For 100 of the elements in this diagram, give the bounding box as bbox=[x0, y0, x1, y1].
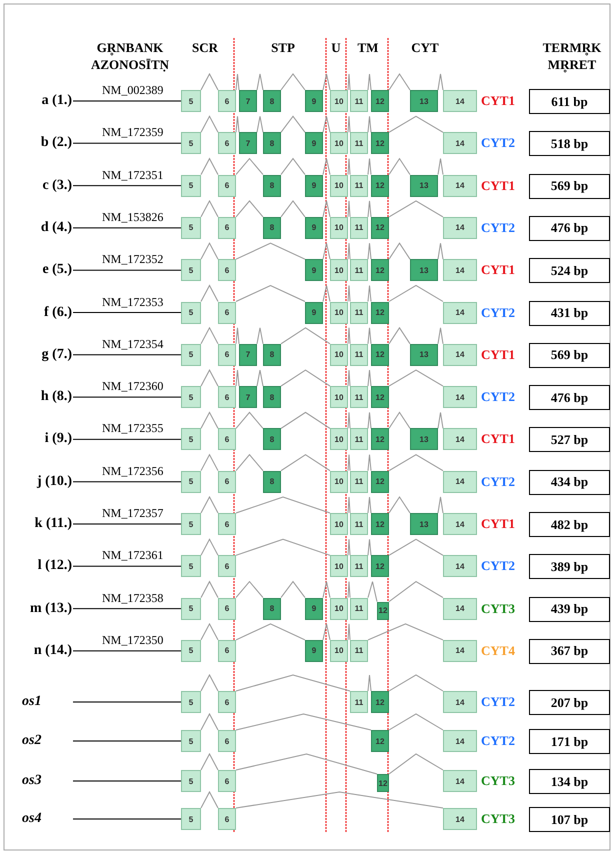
exon-box: 13 bbox=[410, 344, 438, 366]
connector-line bbox=[72, 270, 182, 271]
exon-box: 5 bbox=[181, 259, 201, 282]
connector-line bbox=[72, 650, 182, 652]
intron-line bbox=[322, 158, 330, 176]
intron-line bbox=[322, 242, 330, 260]
row-label: a (1.) bbox=[10, 91, 72, 111]
intron-line bbox=[388, 73, 410, 90]
exon-box: 5 bbox=[181, 344, 201, 366]
intron-line bbox=[236, 116, 240, 133]
edge-label: NM_172355 bbox=[101, 422, 164, 436]
exon-box: 12 bbox=[377, 602, 389, 620]
exon-box: 12 bbox=[371, 132, 389, 154]
row-label: os2 bbox=[22, 731, 72, 751]
exon-box: 11 bbox=[350, 598, 368, 620]
exon-box: 8 bbox=[263, 428, 281, 450]
isoform-label: CYT2 bbox=[481, 218, 515, 236]
exon-box: 6 bbox=[218, 770, 236, 792]
connector-line bbox=[72, 481, 182, 482]
intron-line bbox=[236, 200, 264, 218]
intron-line bbox=[280, 412, 330, 429]
isoform-label: CYT3 bbox=[481, 772, 515, 789]
size-box: 527 bp bbox=[529, 427, 610, 452]
exon-box: 9 bbox=[305, 174, 323, 197]
size-box: 518 bp bbox=[529, 131, 610, 156]
exon-box: 9 bbox=[305, 90, 323, 112]
intron-line bbox=[280, 158, 306, 176]
exon-box: 13 bbox=[410, 259, 438, 282]
exon-box: 14 bbox=[443, 808, 477, 830]
intron-line bbox=[322, 285, 330, 302]
intron-line bbox=[348, 454, 350, 472]
size-box: 476 bp bbox=[529, 385, 610, 410]
exon-box: 11 bbox=[350, 344, 368, 366]
exon-box: 6 bbox=[218, 216, 236, 239]
intron-line bbox=[256, 370, 264, 387]
exon-box: 5 bbox=[181, 216, 201, 239]
exon-box: 5 bbox=[181, 555, 201, 578]
intron-line bbox=[368, 370, 372, 387]
intron-line bbox=[236, 412, 264, 429]
row-label: b (2.) bbox=[10, 133, 72, 154]
column-header: SCR bbox=[190, 39, 220, 56]
edge-label: NM_172352 bbox=[101, 253, 164, 266]
exon-box: 12 bbox=[377, 774, 389, 792]
isoform-label: CYT2 bbox=[481, 472, 515, 490]
intron-line bbox=[388, 496, 410, 514]
exon-box: 11 bbox=[350, 555, 368, 578]
intron-line bbox=[348, 158, 350, 176]
intron-line bbox=[388, 674, 444, 692]
intron-line bbox=[200, 326, 218, 344]
exon-box: 6 bbox=[218, 174, 236, 197]
exon-box: 12 bbox=[371, 470, 389, 493]
connector-line bbox=[72, 566, 182, 567]
intron-line bbox=[236, 538, 330, 556]
intron-line bbox=[388, 200, 444, 218]
exon-box: 10 bbox=[330, 302, 348, 324]
exon-box: 9 bbox=[305, 132, 323, 154]
intron-line bbox=[236, 753, 378, 774]
exon-box: 10 bbox=[330, 598, 348, 620]
isoform-label: CYT2 bbox=[481, 134, 515, 152]
exon-box: 14 bbox=[443, 470, 477, 493]
exon-box: 8 bbox=[263, 90, 281, 112]
intron-line bbox=[280, 327, 330, 344]
exon-box: 5 bbox=[181, 132, 201, 154]
exon-box: 8 bbox=[263, 470, 281, 493]
exon-box: 14 bbox=[443, 640, 477, 662]
exon-box: 14 bbox=[443, 770, 477, 792]
intron-line bbox=[438, 158, 444, 176]
exon-box: 14 bbox=[443, 259, 477, 282]
intron-line bbox=[236, 158, 264, 176]
exon-box: 6 bbox=[218, 132, 236, 154]
edge-label: NM_172361 bbox=[101, 549, 164, 562]
intron-line bbox=[368, 623, 444, 640]
column-header: GR̥NBANK AZONOSĪTṆ bbox=[90, 39, 170, 73]
exon-box: 12 bbox=[371, 302, 389, 324]
exon-box: 14 bbox=[443, 344, 477, 366]
intron-line bbox=[200, 411, 218, 429]
size-box: 367 bp bbox=[529, 638, 610, 664]
intron-line bbox=[236, 327, 240, 344]
exon-box: 10 bbox=[330, 174, 348, 197]
exon-box: 12 bbox=[371, 259, 389, 282]
exon-box: 6 bbox=[218, 470, 236, 493]
exon-box: 6 bbox=[218, 513, 236, 535]
exon-box: 5 bbox=[181, 808, 201, 830]
edge-label: NM_172356 bbox=[101, 464, 164, 478]
intron-line bbox=[200, 496, 218, 514]
exon-box: 9 bbox=[305, 302, 323, 324]
column-header: U bbox=[330, 39, 342, 56]
exon-box: 8 bbox=[263, 216, 281, 239]
intron-line bbox=[368, 285, 372, 302]
intron-line bbox=[348, 496, 350, 514]
exon-box: 10 bbox=[330, 386, 348, 408]
intron-line bbox=[368, 454, 372, 472]
exon-box: 10 bbox=[330, 90, 348, 112]
intron-line bbox=[368, 327, 372, 344]
exon-box: 10 bbox=[330, 555, 348, 578]
size-box: 171 bp bbox=[529, 729, 610, 754]
intron-line bbox=[322, 116, 330, 133]
column-header: TERMR̥K MR̥RET bbox=[542, 39, 602, 73]
intron-line bbox=[368, 674, 372, 692]
row-label: i (9.) bbox=[10, 429, 72, 450]
